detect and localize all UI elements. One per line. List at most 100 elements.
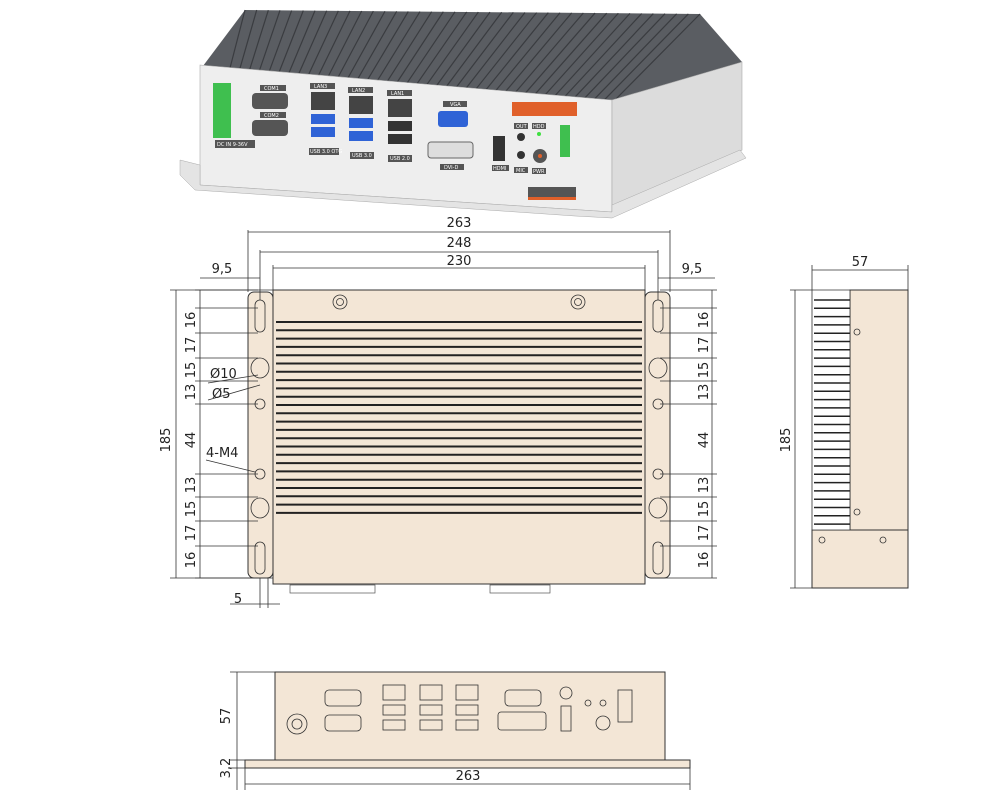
svg-text:USB 3.0: USB 3.0 xyxy=(352,153,372,159)
dim-height: 185 xyxy=(159,428,174,453)
heatsink-fins xyxy=(229,9,701,104)
dim-right-segment: 17 xyxy=(697,337,712,354)
fin-line xyxy=(376,11,421,82)
dim-right-segment: 16 xyxy=(697,552,712,569)
label-com2: COM2 xyxy=(264,113,279,119)
dim-width-holes: 248 xyxy=(447,236,472,251)
fin-line xyxy=(317,10,351,77)
front-view: 57 3,2 263 xyxy=(219,671,691,790)
keyhole xyxy=(648,497,668,519)
svg-text:PWR: PWR xyxy=(533,169,545,175)
video-ports: VGA DVI-D HDMI xyxy=(427,101,509,172)
fin-line xyxy=(562,13,643,99)
dim-left-segment: 16 xyxy=(184,312,199,329)
fin-line xyxy=(278,10,304,73)
fin-line xyxy=(268,10,293,72)
fin-line xyxy=(425,11,479,87)
dim-front-width: 263 xyxy=(456,769,481,784)
svg-text:USB 3.0 OTG: USB 3.0 OTG xyxy=(310,149,342,155)
mount-slot xyxy=(652,541,664,575)
fin-line xyxy=(445,11,503,89)
dim-left-segment: 13 xyxy=(184,384,199,401)
svg-text:VGA: VGA xyxy=(450,102,461,108)
fin-line xyxy=(552,12,631,99)
svg-text:USB 2.0: USB 2.0 xyxy=(390,156,410,162)
fin-line xyxy=(611,13,701,104)
fin-line xyxy=(239,9,258,70)
dc-terminal-block xyxy=(213,83,231,138)
audio-power-panel: OUT HDD MIC PWR xyxy=(512,102,577,200)
fin-line xyxy=(405,11,456,85)
fin-line xyxy=(386,11,433,83)
dim-width-body: 230 xyxy=(447,254,472,269)
dim-left-segment: 15 xyxy=(184,362,199,379)
dim-right-segment: 16 xyxy=(697,312,712,329)
svg-text:DVI-D: DVI-D xyxy=(444,165,458,171)
dim-right-segment: 13 xyxy=(697,384,712,401)
dim-right-segment: 15 xyxy=(697,362,712,379)
dim-left-segment: 44 xyxy=(184,432,199,449)
fin-line xyxy=(542,12,619,98)
fin-line xyxy=(258,10,281,71)
svg-text:OUT: OUT xyxy=(516,124,528,130)
dim-right-segment: 15 xyxy=(697,501,712,518)
svg-text:LAN1: LAN1 xyxy=(391,91,404,97)
fin-line xyxy=(298,10,328,75)
fin-line xyxy=(484,12,549,92)
fin-line xyxy=(347,10,386,80)
fin-line xyxy=(474,12,538,91)
fin-line xyxy=(229,9,246,69)
dim-screws: 4-M4 xyxy=(206,446,238,461)
top-view: 263 248 230 9,5 9,5 185 Ø10 Ø5 4-M4 5 16… xyxy=(159,216,717,608)
dim-right-segment: 13 xyxy=(697,477,712,494)
dim-offset-right: 9,5 xyxy=(682,262,703,277)
fin-line xyxy=(464,12,526,90)
fin-line xyxy=(601,13,689,103)
fin-line xyxy=(533,12,608,97)
fin-line xyxy=(591,13,678,102)
keyhole xyxy=(648,357,668,379)
label-com1: COM1 xyxy=(264,86,279,92)
fin-line xyxy=(366,11,409,81)
fin-line xyxy=(503,12,573,94)
fin-line xyxy=(337,10,374,79)
dim-hole-large: Ø10 xyxy=(210,367,237,382)
fin-line xyxy=(454,11,514,90)
dim-right-segment: 44 xyxy=(697,432,712,449)
dim-side-height: 185 xyxy=(779,428,794,453)
svg-text:LAN2: LAN2 xyxy=(352,88,365,94)
fin-line xyxy=(572,13,654,100)
product-photo: DC IN 9-36V COM1 COM2 LAN3 USB 3.0 OTG L… xyxy=(179,9,747,219)
dim-width-overall: 263 xyxy=(447,216,472,231)
fin-line xyxy=(327,10,363,78)
lan2-usb-stack: LAN2 USB 3.0 xyxy=(348,87,374,159)
fin-line xyxy=(493,12,561,93)
fin-line xyxy=(288,10,316,74)
svg-text:HDD: HDD xyxy=(533,124,545,130)
dim-left-segment: 17 xyxy=(184,525,199,542)
fin-line xyxy=(415,11,468,86)
label-dc-in: DC IN 9-36V xyxy=(217,142,248,148)
side-view: 57 185 xyxy=(779,255,909,589)
dim-side-depth: 57 xyxy=(852,255,869,270)
dim-left-segment: 17 xyxy=(184,337,199,354)
svg-text:MIC: MIC xyxy=(516,168,526,174)
dim-hole-small: Ø5 xyxy=(212,387,231,402)
svg-text:HDMI: HDMI xyxy=(493,166,506,172)
com2-port xyxy=(252,120,288,136)
keyhole xyxy=(250,357,270,379)
dim-flange-offset: 5 xyxy=(234,592,242,607)
dim-front-height: 57 xyxy=(219,708,234,725)
com1-port xyxy=(252,93,288,109)
fin-line xyxy=(307,10,339,76)
lan1-usb-stack: LAN1 USB 2.0 xyxy=(387,90,412,162)
dim-left-segment: 15 xyxy=(184,501,199,518)
fin-line xyxy=(582,13,666,101)
fin-line xyxy=(435,11,491,88)
dim-left-segment: 16 xyxy=(184,552,199,569)
lan3-usb-stack: LAN3 USB 3.0 OTG xyxy=(309,83,342,155)
dim-front-flange: 3,2 xyxy=(219,758,234,779)
fin-line xyxy=(396,11,444,84)
fin-line xyxy=(523,12,596,96)
